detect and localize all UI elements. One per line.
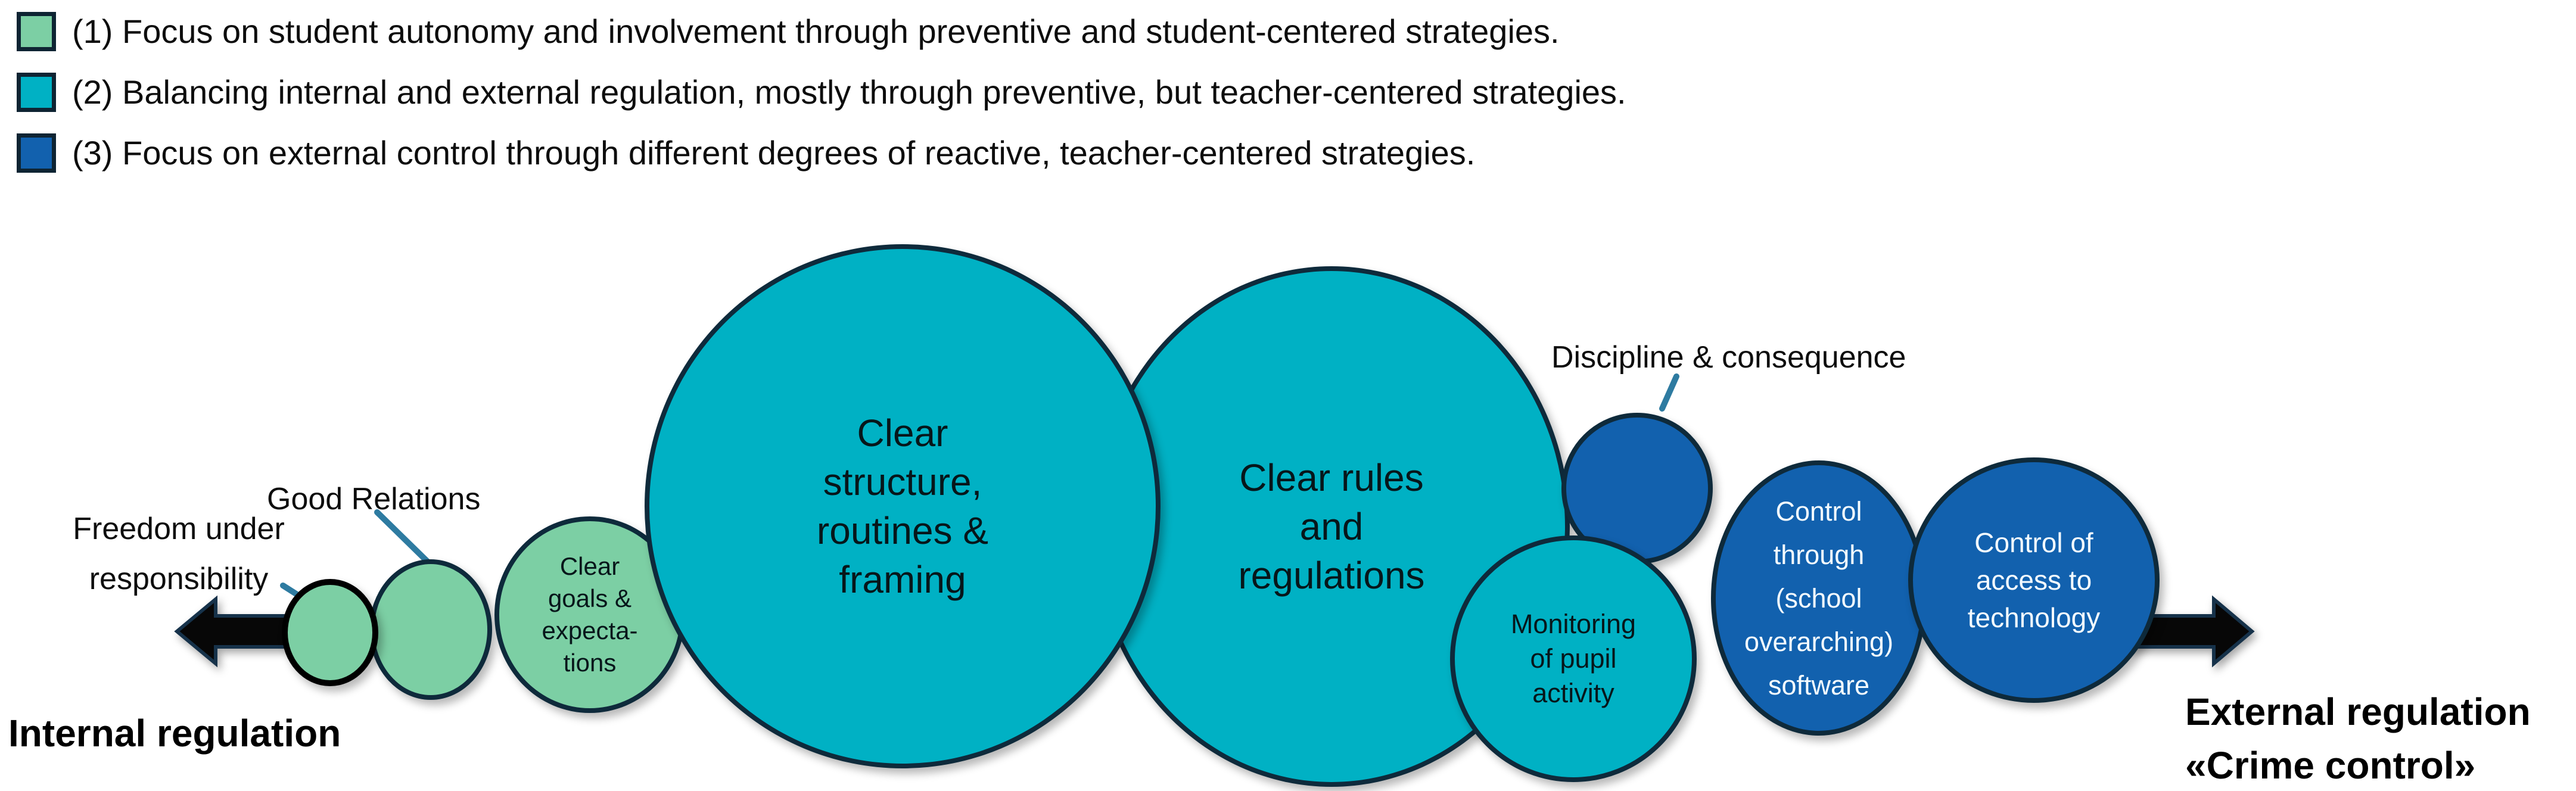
legend-item-2: (2) Balancing internal and external regu… xyxy=(17,73,1626,112)
legend-label-2: (2) Balancing internal and external regu… xyxy=(72,73,1626,111)
circle-clear-structure-routines-framing: Clear structure, routines & framing xyxy=(645,244,1161,768)
circle-control-access-label: Control of access to technology xyxy=(1967,527,2101,633)
circle-control-access-technology: Control of access to technology xyxy=(1908,457,2160,703)
circle-clear-goals-expectations: Clear goals & expecta- tions xyxy=(494,516,685,713)
relations-pointer-line xyxy=(374,509,436,570)
legend-label-3: (3) Focus on external control through di… xyxy=(72,134,1476,172)
circle-control-through-software: Control through (school overarching) sof… xyxy=(1711,460,1927,736)
circle-freedom-under-responsibility xyxy=(282,579,378,686)
legend-swatch-green xyxy=(17,12,56,51)
discipline-pointer-line xyxy=(1659,373,1679,412)
circle-clear-rules-label: Clear rules and regulations xyxy=(1238,456,1425,597)
circle-control-software-label: Control through (school overarching) sof… xyxy=(1744,496,1894,700)
external-regulation-label: External regulation «Crime control» xyxy=(2185,690,2531,787)
legend-label-1: (1) Focus on student autonomy and involv… xyxy=(72,13,1560,50)
discipline-consequence-label: Discipline & consequence xyxy=(1551,340,1906,375)
legend-item-3: (3) Focus on external control through di… xyxy=(17,133,1475,173)
circle-monitoring-pupil-activity: Monitoring of pupil activity xyxy=(1450,535,1697,782)
circle-clear-goals-label: Clear goals & expecta- tions xyxy=(542,552,638,677)
legend-swatch-teal xyxy=(17,73,56,112)
legend-item-1: (1) Focus on student autonomy and involv… xyxy=(17,12,1560,51)
circle-monitoring-label: Monitoring of pupil activity xyxy=(1510,609,1637,708)
circle-clear-structure-label: Clear structure, routines & framing xyxy=(816,412,989,601)
freedom-under-responsibility-label: Freedom under responsibility xyxy=(73,512,285,596)
good-relations-label: Good Relations xyxy=(267,482,481,516)
circle-good-relations xyxy=(369,559,492,700)
internal-regulation-label: Internal regulation xyxy=(8,712,341,755)
legend-swatch-blue xyxy=(17,133,56,173)
